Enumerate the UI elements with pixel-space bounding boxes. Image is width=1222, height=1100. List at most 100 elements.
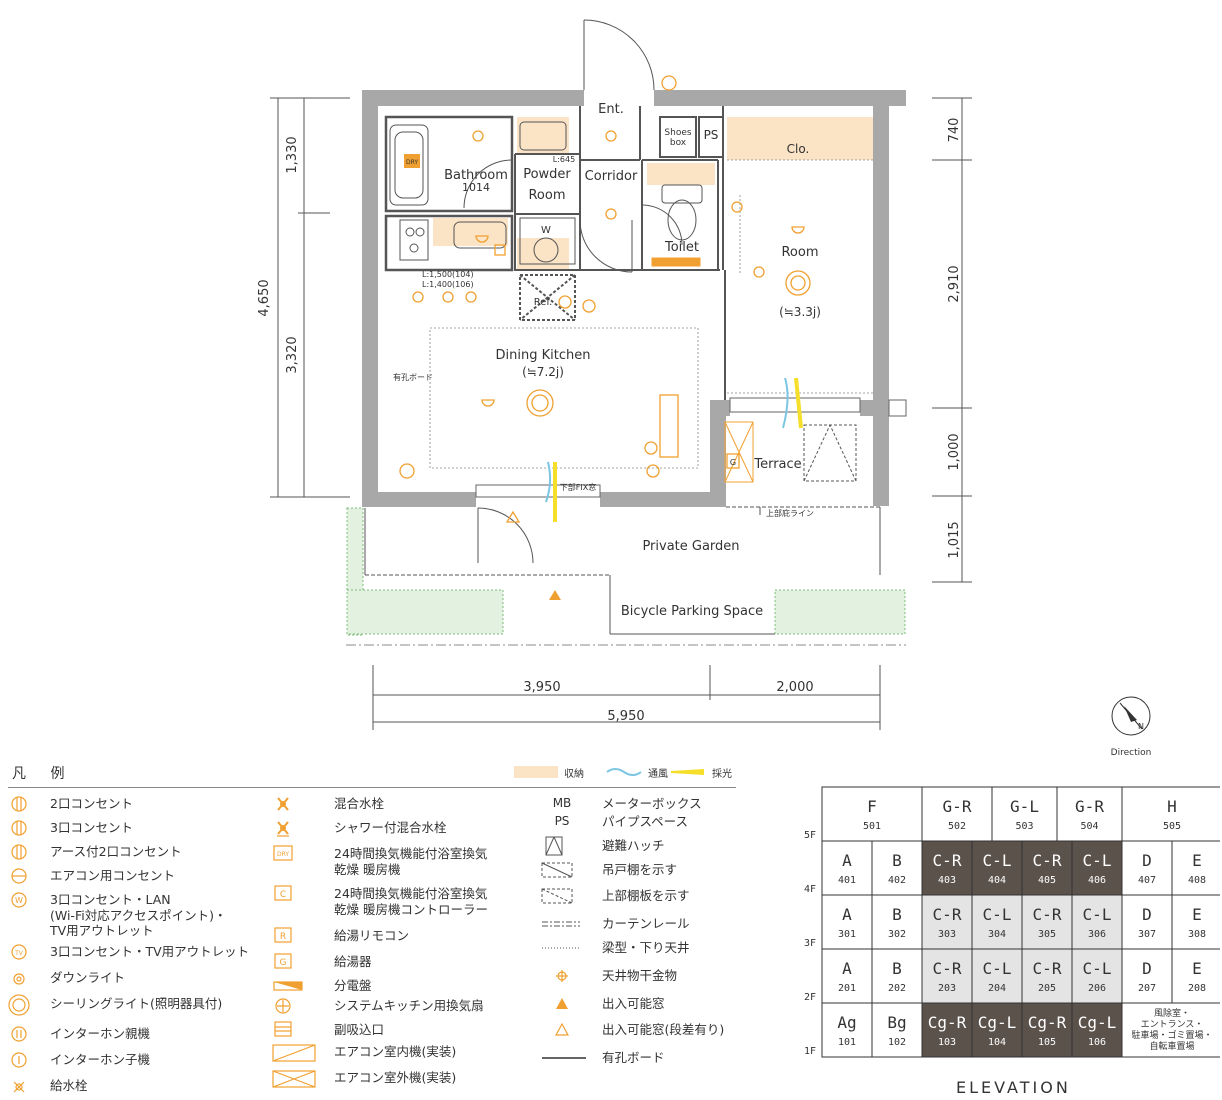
- svg-text:C: C: [280, 890, 286, 900]
- legend-item-label: 給湯リモコン: [334, 928, 410, 943]
- elevation-cell: [971, 1002, 1023, 1058]
- bath-dryer-controller-icon: C: [274, 885, 292, 901]
- perforated-board-label: 有孔ボード: [393, 372, 433, 382]
- floor-label: 4F: [804, 884, 816, 895]
- elevation-cell-type: Bg: [887, 1013, 906, 1032]
- evacuation-hatch-icon: [545, 836, 563, 856]
- legend-item-label: 梁型・下り天井: [602, 940, 690, 955]
- dining-kitchen-size: (≒7.2j): [522, 365, 564, 379]
- dim-right-3: 1,000: [947, 433, 962, 470]
- walls: [362, 90, 906, 507]
- ref-label: Ref.: [534, 297, 553, 308]
- svg-text:W: W: [15, 896, 23, 905]
- elevation-cell: [1021, 948, 1073, 1004]
- elevation-cell: [1121, 1002, 1220, 1058]
- legend-divider: [8, 787, 736, 788]
- elevation-cell: [1121, 894, 1173, 950]
- elevation-cell-type: Ag: [837, 1013, 856, 1032]
- elevation-cell-type: C-R: [1033, 851, 1062, 870]
- elevation-cell: [821, 840, 873, 896]
- fixtures: [389, 121, 703, 265]
- elevation-cell-type: A: [842, 959, 852, 978]
- elevation-cell-number: 105: [1038, 1037, 1056, 1048]
- outlet-earth-icon: [11, 844, 27, 860]
- elevation-cell-type: E: [1192, 905, 1202, 924]
- legend-item-label: アース付2口コンセント: [50, 844, 182, 859]
- elevation-cell-type: B: [892, 905, 902, 924]
- elevation-cell-number: 502: [948, 821, 966, 832]
- dim-left-lower: 3,320: [285, 336, 300, 373]
- dim-right-4: 1,015: [947, 521, 962, 558]
- clo-label: Clo.: [787, 142, 810, 156]
- corridor-label: Corridor: [585, 169, 638, 184]
- elevation-cell-number: 501: [863, 821, 881, 832]
- legend-item-label: ダウンライト: [50, 970, 126, 985]
- elevation-cell-type: C-R: [933, 851, 962, 870]
- elevation-cell: [821, 894, 873, 950]
- elevation-cell: [971, 894, 1023, 950]
- powder-room-label-2: Room: [528, 188, 565, 203]
- legend-storage-label: 収納: [564, 768, 584, 780]
- aircon-outlet-icon: [11, 868, 27, 884]
- elevation-cell-number: 205: [1038, 983, 1056, 994]
- elevation-cell-type: Cg-L: [1078, 1013, 1117, 1032]
- elevation-cell-number: 203: [938, 983, 956, 994]
- tv-outlet-icon: TV: [11, 944, 27, 960]
- legend-lighting-label: 採光: [712, 768, 732, 780]
- entry-window-icon: [556, 998, 568, 1009]
- room-label: Room: [781, 245, 818, 260]
- dim-right-1: 740: [947, 118, 962, 143]
- elevation-cell-type: A: [842, 851, 852, 870]
- washer-label: W: [541, 225, 551, 236]
- elevation-cell-type: G-L: [1010, 797, 1039, 816]
- elevation-cell: [1121, 948, 1173, 1004]
- ceiling-light-icon: [8, 994, 30, 1016]
- elevation-cell-type: G-R: [1075, 797, 1104, 816]
- doors: [463, 19, 683, 564]
- room-size: (≒3.3j): [779, 305, 821, 319]
- dim-bottom-1: 3,950: [523, 680, 560, 695]
- legend-item-label: 3口コンセント: [50, 820, 133, 835]
- dry-label: DRY: [406, 159, 418, 166]
- elevation-cell-number: 403: [938, 875, 956, 886]
- elevation-cell-number: 308: [1188, 929, 1206, 940]
- elevation-cell: [991, 786, 1058, 842]
- legend-item-label: 3口コンセント・TV用アウトレット: [50, 944, 250, 959]
- elevation-cell-number: 204: [988, 983, 1006, 994]
- elevation-cell-number: 305: [1038, 929, 1056, 940]
- lan-outlet-icon: W: [11, 892, 27, 908]
- svg-text:DRY: DRY: [277, 851, 289, 858]
- aircon-indoor-icon: [272, 1044, 316, 1062]
- ps-label: PS: [704, 128, 719, 142]
- elevation-cell-type: C-L: [983, 959, 1012, 978]
- interior-walls: [384, 106, 726, 400]
- elevation-cell-type: A: [842, 905, 852, 924]
- garden-outline: [346, 421, 906, 646]
- beam-lines: [429, 159, 873, 469]
- floor-label: 3F: [804, 938, 816, 949]
- north-label: N: [1138, 722, 1144, 731]
- sub-intake-icon: [274, 1021, 292, 1037]
- shoes-box-line2: box: [670, 138, 687, 148]
- elevation-title: ELEVATION: [956, 1078, 1071, 1097]
- elevation-cell-number: 402: [888, 875, 906, 886]
- bathroom-label: Bathroom: [444, 168, 508, 183]
- legend-item-label: 吊戸棚を示す: [602, 862, 678, 877]
- elevation-cell-type: 風除室・: [1154, 1007, 1190, 1019]
- elevation-cell: [1171, 840, 1220, 896]
- floor-label: 5F: [804, 830, 816, 841]
- windows: [475, 397, 907, 498]
- shoes-box-line1: Shoes: [664, 128, 691, 138]
- elevation-cell-number: 406: [1088, 875, 1106, 886]
- garden-patch-bottom-left: [346, 589, 504, 635]
- lighting-arrow-icon: [671, 769, 704, 775]
- legend-item-label: 24時間換気機能付浴室換気 乾燥 暖房機: [334, 846, 488, 877]
- elevation-cell-number: 307: [1138, 929, 1156, 940]
- ventilation-wave-icon: [606, 768, 642, 776]
- intercom-sub-icon: [11, 1052, 27, 1068]
- legend-item-label: メーターボックス: [602, 796, 702, 811]
- legend-item-label: エアコン室外機(実装): [334, 1070, 457, 1085]
- elevation-cell-type: G-R: [943, 797, 972, 816]
- elevation-cell-type: E: [1192, 851, 1202, 870]
